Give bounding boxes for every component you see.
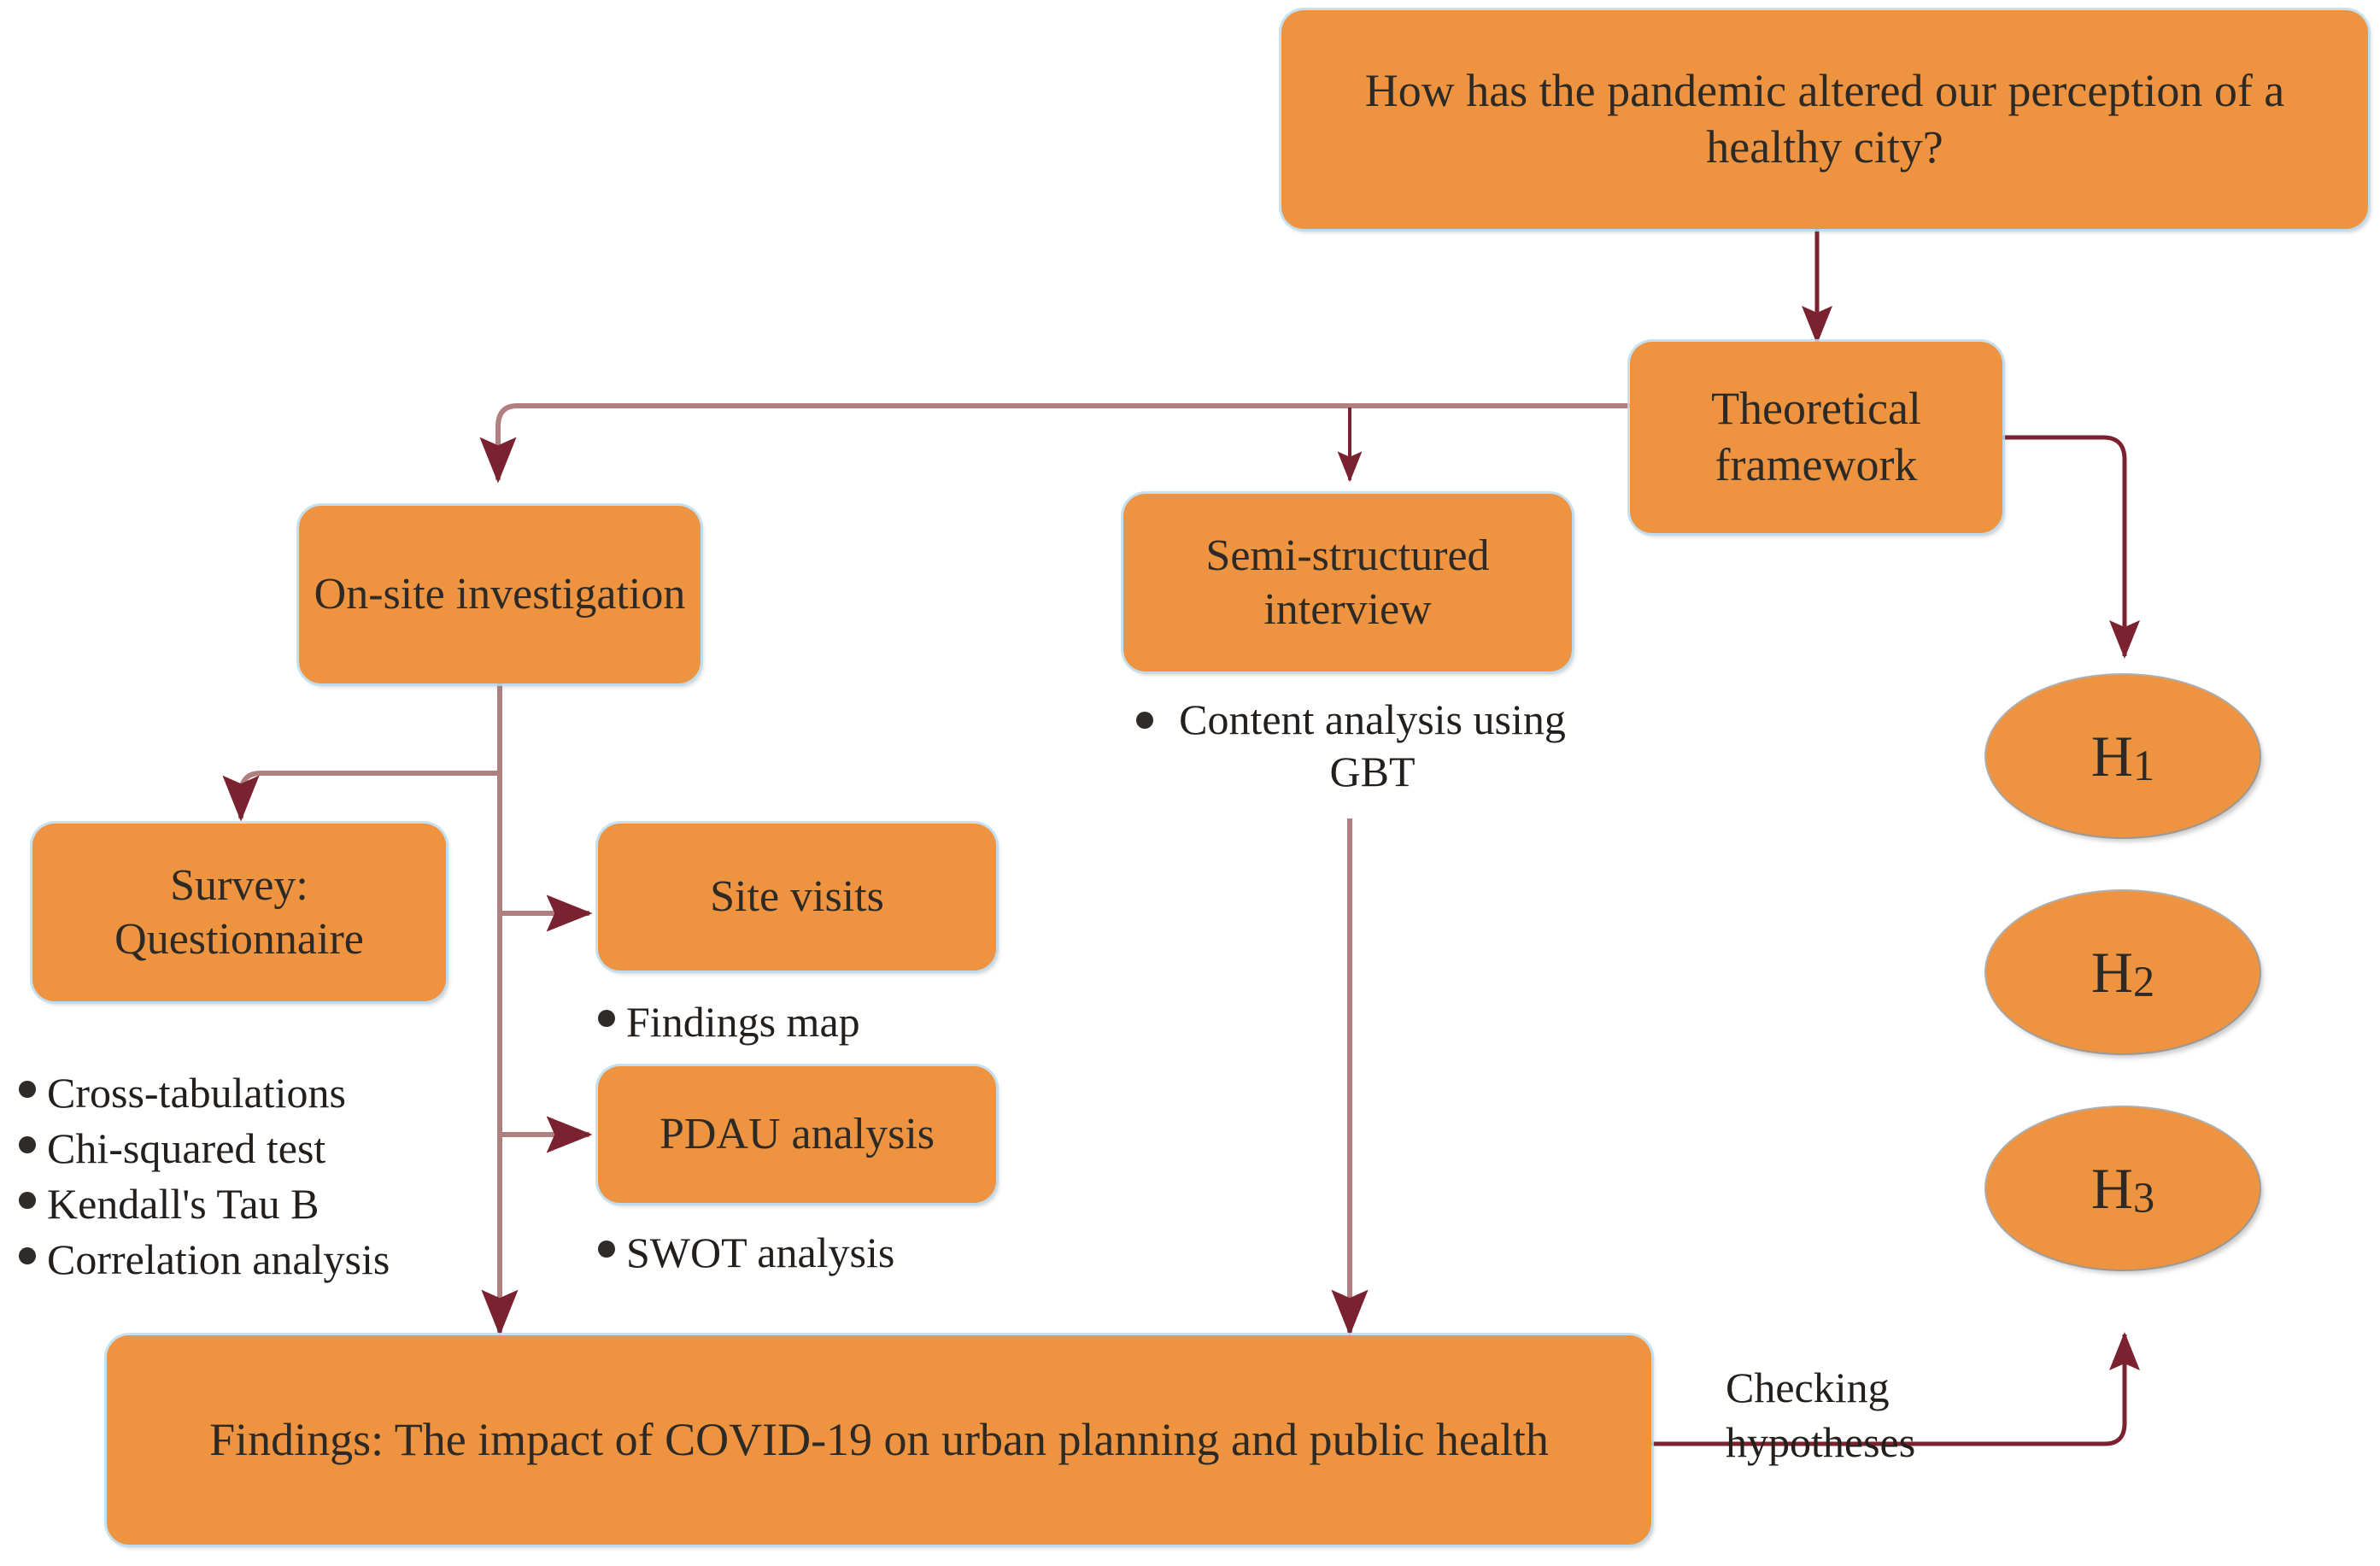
node-onsite-investigation-label: On-site investigation bbox=[314, 570, 686, 619]
node-theoretical-framework-label: Theoretical framework bbox=[1711, 383, 1921, 490]
hypothesis-2-number: 2 bbox=[2132, 957, 2155, 1006]
bullet-text: Correlation analysis bbox=[47, 1235, 390, 1283]
bullet-dot-icon bbox=[19, 1192, 36, 1209]
bullet-list-site-visit-outputs: Findings map bbox=[598, 994, 1042, 1050]
bullet-dot-icon bbox=[19, 1247, 36, 1264]
bullet-list-pdau-outputs: SWOT analysis bbox=[598, 1225, 1042, 1281]
bullet-text: Cross-tabulations bbox=[47, 1069, 346, 1117]
list-item: Chi-squared test bbox=[19, 1121, 531, 1176]
bullet-text: Content analysis using GBT bbox=[1179, 695, 1566, 795]
node-semi-structured-interview[interactable]: Semi-structured interview bbox=[1123, 494, 1572, 672]
edge-label-text: Checking hypotheses bbox=[1726, 1364, 1916, 1466]
node-research-question[interactable]: How has the pandemic altered our percept… bbox=[1281, 10, 2368, 229]
hypothesis-2-letter: H bbox=[2090, 939, 2133, 1005]
node-hypothesis-3-label: H3 bbox=[2000, 1153, 2246, 1224]
list-item: SWOT analysis bbox=[598, 1225, 1042, 1281]
node-site-visits-label: Site visits bbox=[710, 872, 884, 922]
edge-label-checking-hypotheses: Checking hypotheses bbox=[1726, 1305, 2008, 1469]
hypothesis-3-number: 3 bbox=[2132, 1173, 2155, 1222]
node-hypothesis-2-label: H2 bbox=[2000, 937, 2246, 1008]
bullet-dot-icon bbox=[19, 1081, 36, 1098]
node-site-visits[interactable]: Site visits bbox=[598, 824, 996, 971]
list-item: Findings map bbox=[598, 994, 1042, 1050]
bullet-text: Kendall's Tau B bbox=[47, 1180, 319, 1228]
node-hypothesis-2[interactable]: H2 bbox=[1986, 891, 2260, 1053]
list-item: Content analysis using GBT bbox=[1136, 694, 1580, 798]
node-survey-questionnaire-label: Survey: Questionnaire bbox=[114, 860, 364, 964]
node-pdau-analysis-label: PDAU analysis bbox=[659, 1110, 935, 1159]
edge-framework-to-onsite bbox=[479, 403, 1632, 484]
edge-onsite-to-survey bbox=[222, 771, 500, 822]
bullet-text: Findings map bbox=[626, 998, 860, 1046]
hypothesis-3-letter: H bbox=[2090, 1155, 2133, 1221]
bullet-dot-icon bbox=[1136, 712, 1153, 729]
node-pdau-analysis[interactable]: PDAU analysis bbox=[598, 1066, 996, 1203]
bullet-list-survey-methods: Cross-tabulations Chi-squared test Kenda… bbox=[19, 1065, 531, 1287]
bullet-dot-icon bbox=[19, 1136, 36, 1153]
hypothesis-1-letter: H bbox=[2090, 723, 2133, 789]
node-hypothesis-1-label: H1 bbox=[2000, 721, 2246, 792]
bullet-text: Chi-squared test bbox=[47, 1124, 326, 1172]
hypothesis-1-number: 1 bbox=[2132, 741, 2155, 789]
node-theoretical-framework[interactable]: Theoretical framework bbox=[1630, 342, 2002, 533]
node-hypothesis-3[interactable]: H3 bbox=[1986, 1107, 2260, 1270]
list-item: Kendall's Tau B bbox=[19, 1176, 531, 1232]
node-survey-questionnaire[interactable]: Survey: Questionnaire bbox=[32, 824, 446, 1001]
node-findings[interactable]: Findings: The impact of COVID-19 on urba… bbox=[107, 1335, 1651, 1545]
node-findings-label: Findings: The impact of COVID-19 on urba… bbox=[209, 1413, 1549, 1465]
bullet-list-interview-methods: Content analysis using GBT bbox=[1136, 694, 1580, 798]
bullet-dot-icon bbox=[598, 1010, 615, 1027]
node-hypothesis-1[interactable]: H1 bbox=[1986, 675, 2260, 837]
node-onsite-investigation[interactable]: On-site investigation bbox=[299, 506, 701, 683]
bullet-text: SWOT analysis bbox=[626, 1229, 895, 1276]
node-semi-structured-interview-label: Semi-structured interview bbox=[1205, 531, 1490, 634]
list-item: Correlation analysis bbox=[19, 1232, 531, 1287]
list-item: Cross-tabulations bbox=[19, 1065, 531, 1121]
bullet-dot-icon bbox=[598, 1240, 615, 1258]
node-research-question-label: How has the pandemic altered our percept… bbox=[1364, 65, 2285, 173]
edge-framework-to-h1 bbox=[2002, 435, 2140, 660]
